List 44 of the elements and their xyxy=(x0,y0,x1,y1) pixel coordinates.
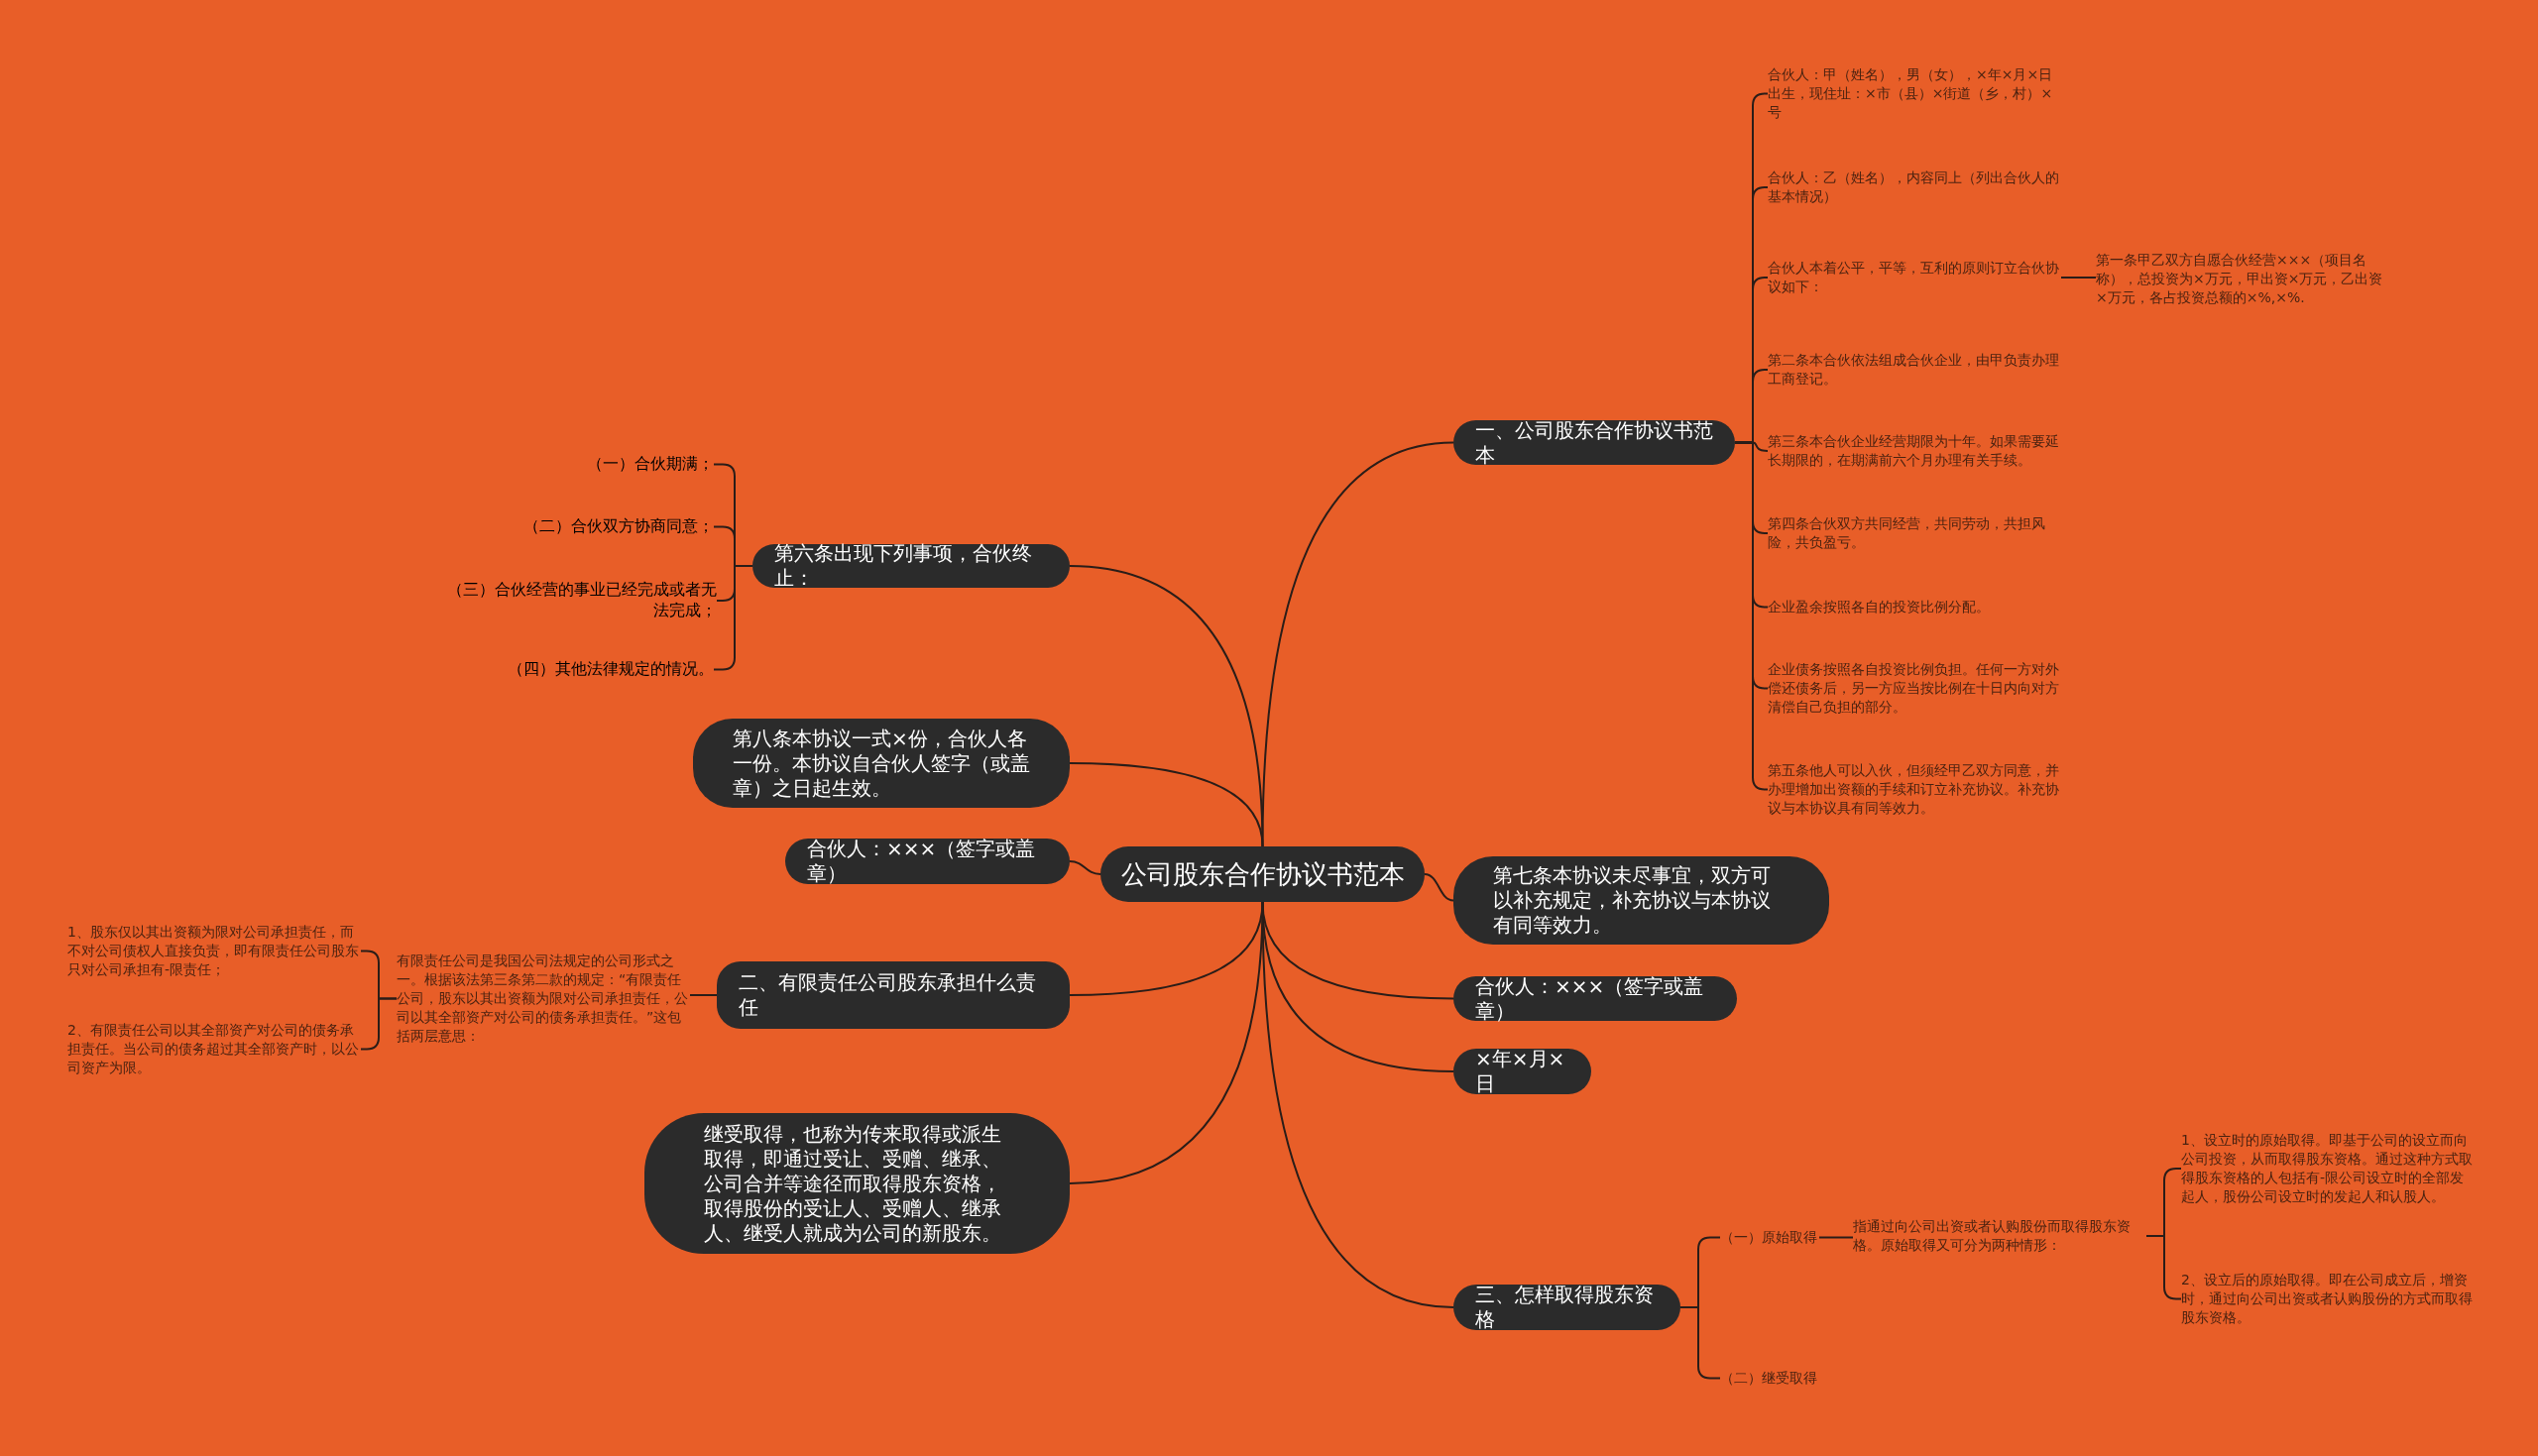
topic-box: 二、有限责任公司股东承担什么责任 xyxy=(717,961,1070,1029)
topic-box: 三、怎样取得股东资格 xyxy=(1453,1285,1680,1330)
branch-text: 第一条甲乙双方自愿合伙经营×××（项目名称），总投资为×万元，甲出资×万元，乙出资×万元，各占投资总额的×%,×%. xyxy=(2096,251,2383,307)
topic-box: 一、公司股东合作协议书范本 xyxy=(1453,420,1735,465)
branch-text: 第五条他人可以入伙，但须经甲乙双方同意，并办理增加出资额的手续和订立补充协议。补充协议与本协议具有同等效力。 xyxy=(1768,761,2061,818)
branch-text: 1、设立时的原始取得。即基于公司的设立而向公司投资，从而取得股东资格。通过这种方式取得股东资格的人包括有-限公司设立时的全部发起人，股份公司设立时的发起人和认股人。 xyxy=(2181,1131,2475,1206)
branch-text: 有限责任公司是我国公司法规定的公司形式之一。根据该法第三条第二款的规定：“有限责任公司，股东以其出资额为限对公司承担责任，公司以其全部资产对公司的债务承担责任。”这包括两层意思： xyxy=(397,952,690,1046)
topic-box: 继受取得，也称为传来取得或派生取得，即通过受让、受赠、继承、公司合并等途径而取得股东资格，取得股份的受让人、受赠人、继承人、继受人就成为公司的新股东。 xyxy=(644,1113,1070,1254)
topic-box: ×年×月×日 xyxy=(1453,1049,1591,1094)
branch-text: 第二条本合伙依法组成合伙企业，由甲负责办理工商登记。 xyxy=(1768,351,2061,389)
branch-text: （二）继受取得 xyxy=(1720,1369,1819,1388)
branch-text: 指通过向公司出资或者认购股份而取得股东资格。原始取得又可分为两种情形： xyxy=(1853,1217,2146,1255)
branch-text: 2、有限责任公司以其全部资产对公司的债务承担责任。当公司的债务超过其全部资产时，以公司资产为限。 xyxy=(67,1021,361,1077)
branch-text: 1、股东仅以其出资额为限对公司承担责任，而不对公司债权人直接负责，即有限责任公司股东只对公司承担有-限责任； xyxy=(67,923,361,979)
branch-text: 企业债务按照各自投资比例负担。任何一方对外偿还债务后，另一方应当按比例在十日内向对方清偿自己负担的部分。 xyxy=(1768,660,2061,717)
branch-line xyxy=(1069,860,1101,875)
branch-line xyxy=(1069,762,1264,847)
branch-text: 第三条本合伙企业经营期限为十年。如果需要延长期限的，在期满前六个月办理有关手续。 xyxy=(1768,432,2061,470)
branch-text: 合伙人：乙（姓名），内容同上（列出合伙人的基本情况） xyxy=(1768,168,2061,206)
branch-line xyxy=(689,994,718,996)
branch-line xyxy=(1261,441,1454,847)
branch-line xyxy=(1734,441,1769,791)
branch-text: 合伙人本着公平，平等，互利的原则订立合伙协议如下： xyxy=(1768,259,2061,296)
branch-text: 2、设立后的原始取得。即在公司成立后，增资时，通过向公司出资或者认购股份的方式而取得股东资格。 xyxy=(2181,1271,2475,1327)
branch-text: （二）合伙双方协商同意； xyxy=(466,516,714,537)
branch-text: 第四条合伙双方共同经营，共同劳动，共担风险，共负盈亏。 xyxy=(1768,514,2061,552)
topic-box: 第六条出现下列事项，合伙终止： xyxy=(752,544,1070,588)
branch-line xyxy=(1424,873,1454,902)
topic-box: 合伙人：×××（签字或盖章） xyxy=(1453,976,1737,1021)
branch-text: （一）原始取得 xyxy=(1720,1228,1819,1247)
topic-box: 合伙人：×××（签字或盖章） xyxy=(785,839,1070,884)
branch-line xyxy=(1069,901,1264,1184)
central-topic-box: 公司股东合作协议书范本 xyxy=(1100,846,1425,902)
topic-box: 第八条本协议一式×份，合伙人各一份。本协议自合伙人签字（或盖章）之日起生效。 xyxy=(693,719,1070,808)
branch-line xyxy=(360,997,398,1051)
topic-box: 第七条本协议未尽事宜，双方可以补充规定，补充协议与本协议有同等效力。 xyxy=(1453,856,1829,945)
branch-line xyxy=(2060,277,2097,279)
branch-text: 合伙人：甲（姓名），男（女），×年×月×日出生，现住址：×市（县）×街道（乡，村）×号 xyxy=(1768,65,2061,122)
branch-text: 企业盈余按照各自的投资比例分配。 xyxy=(1768,598,2061,616)
branch-text: （一）合伙期满； xyxy=(466,454,714,475)
branch-text: （三）合伙经营的事业已经完成或者无法完成； xyxy=(437,580,717,621)
branch-text: （四）其他法律规定的情况。 xyxy=(466,659,714,680)
branch-line xyxy=(1818,1236,1854,1239)
branch-line xyxy=(1261,901,1454,1308)
